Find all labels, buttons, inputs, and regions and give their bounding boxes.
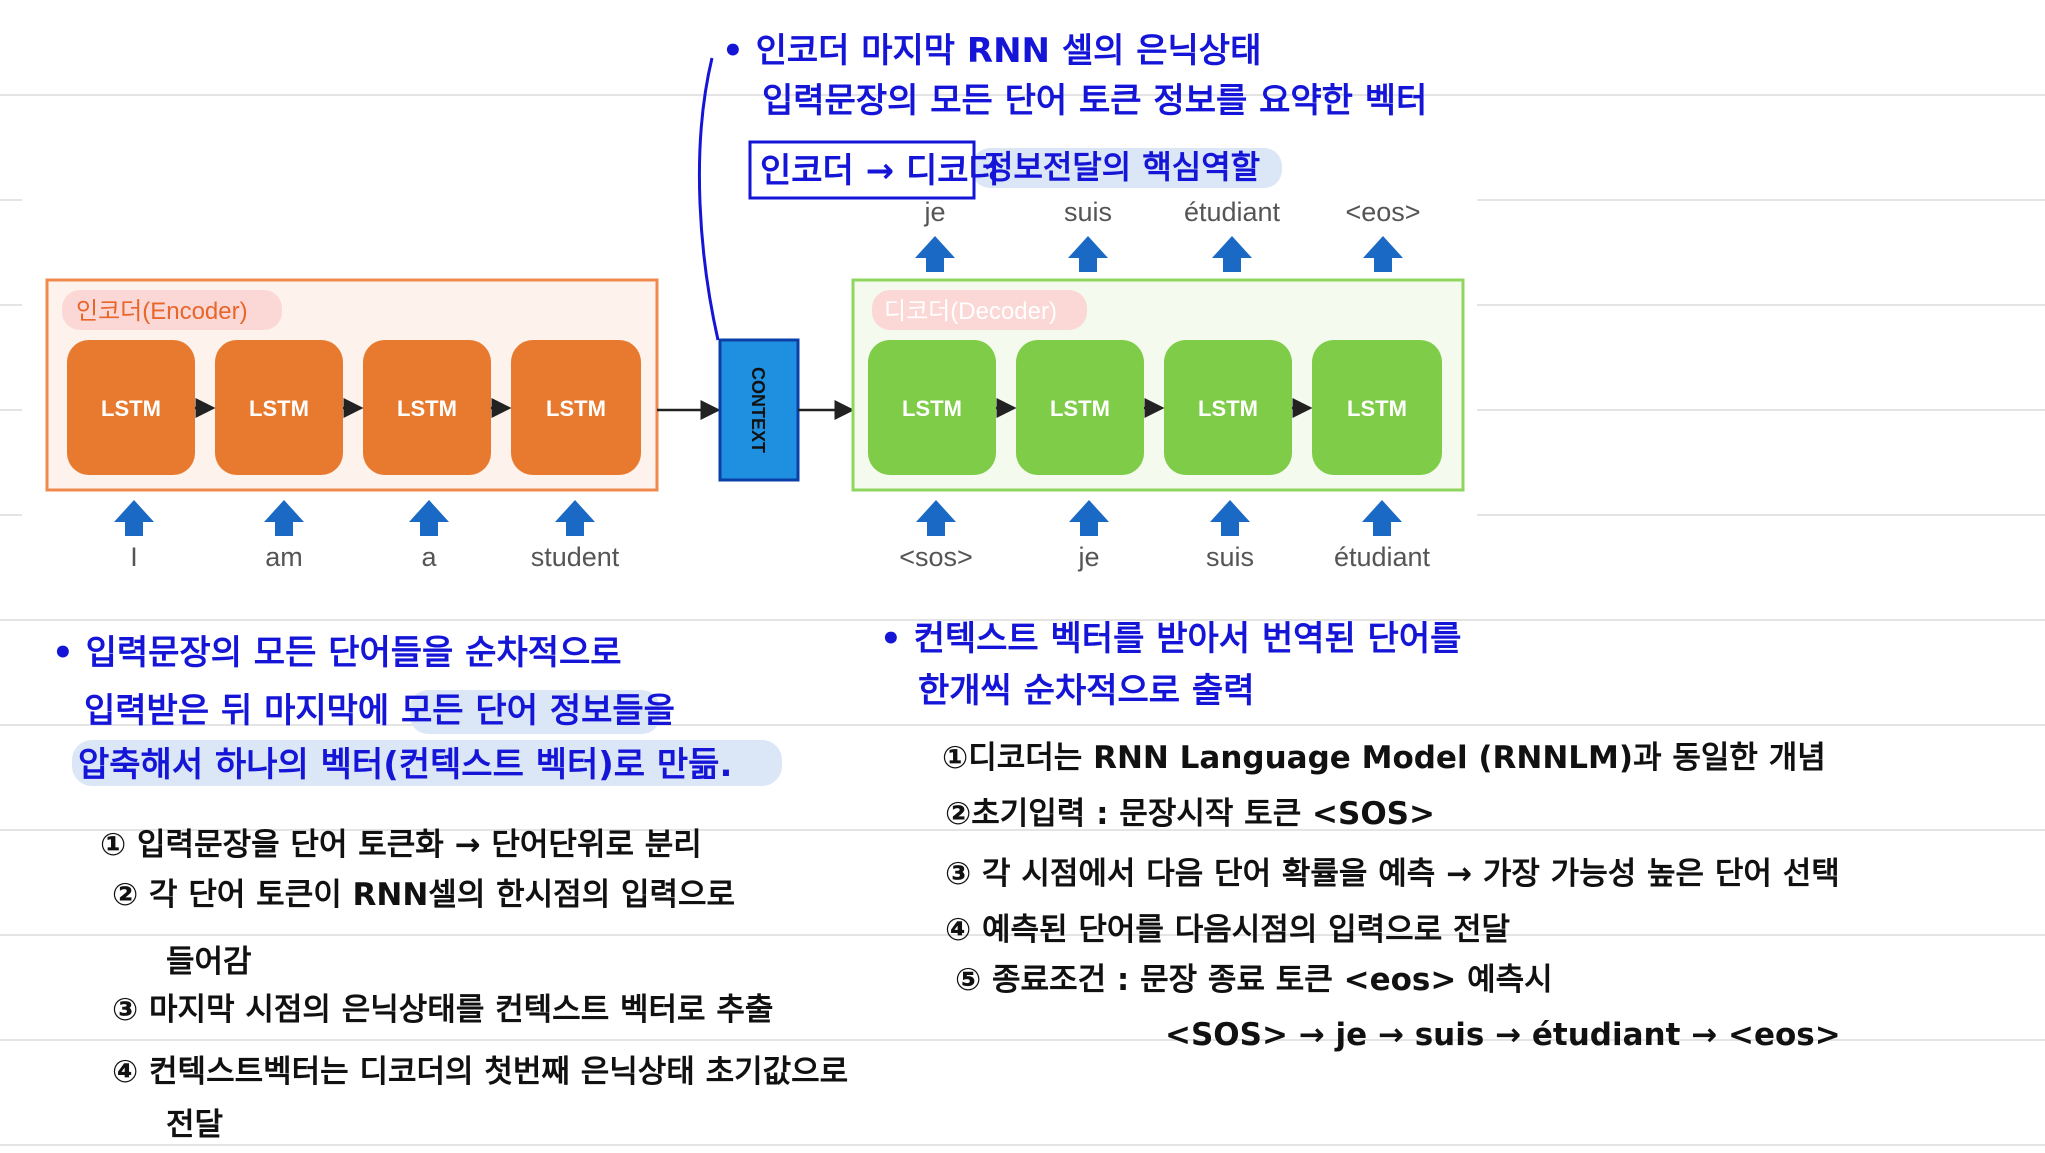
decoder-step: ②초기입력 : 문장시작 토큰 <SOS> bbox=[945, 796, 1435, 832]
encoder-step: ② 각 단어 토큰이 RNN셀의 한시점의 입력으로 bbox=[112, 877, 735, 913]
context-vector: CONTEXT bbox=[718, 338, 855, 482]
context-pointer-line bbox=[697, 57, 720, 341]
encoder-cell-2: LSTM bbox=[215, 340, 343, 475]
decoder-input-arrow-icon bbox=[1362, 500, 1402, 536]
decoder-cell-1: LSTM bbox=[868, 340, 996, 475]
lstm-label: LSTM bbox=[1347, 396, 1407, 421]
encoder-tag: 인코더(Encoder) bbox=[76, 298, 248, 325]
encoder-input-word: a bbox=[421, 542, 437, 572]
encoder-cell-1: LSTM bbox=[67, 340, 195, 475]
decoder-output-arrow-icon bbox=[1212, 236, 1252, 272]
lstm-label: LSTM bbox=[397, 396, 457, 421]
lstm-label: LSTM bbox=[1198, 396, 1258, 421]
note-highlights bbox=[72, 148, 1282, 786]
decoder-input-arrow-icon bbox=[1069, 500, 1109, 536]
context-note-line1: • 인코더 마지막 RNN 셀의 은닉상태 bbox=[722, 31, 1261, 71]
encoder-note: • 입력문장의 모든 단어들을 순차적으로 입력받은 뒤 마지막에 모든 단어 … bbox=[52, 633, 848, 1143]
encoder-input-word: I bbox=[130, 542, 138, 572]
encoder-note-line3: 압축해서 하나의 벡터(컨텍스트 벡터)로 만듦. bbox=[78, 745, 732, 785]
decoder-step: ④ 예측된 단어를 다음시점의 입력으로 전달 bbox=[945, 912, 1510, 948]
decoder-output-arrow-icon bbox=[1068, 236, 1108, 272]
decoder-note: • 컨텍스트 벡터를 받아서 번역된 단어를 한개씩 순차적으로 출력 ①디코더… bbox=[880, 619, 1841, 1053]
encoder-tag-bg bbox=[62, 290, 282, 330]
decoder-tag: 디코더(Decoder) bbox=[884, 298, 1057, 325]
encoder-step: ④ 컨텍스트벡터는 디코더의 첫번째 은닉상태 초기값으로 bbox=[112, 1054, 848, 1090]
decoder-input-word: suis bbox=[1206, 542, 1254, 572]
decoder-input-word: <sos> bbox=[899, 542, 973, 572]
lstm-label: LSTM bbox=[249, 396, 309, 421]
encoder-block: 인코더(Encoder) LSTM LSTM LSTM LSTM bbox=[45, 278, 721, 492]
decoder-output-word: étudiant bbox=[1184, 197, 1281, 227]
decoder-cell-4: LSTM bbox=[1312, 340, 1442, 475]
lstm-label: LSTM bbox=[546, 396, 606, 421]
encoder-cell-4: LSTM bbox=[511, 340, 641, 475]
encoder-step: 들어감 bbox=[166, 944, 252, 980]
decoder-input-word: étudiant bbox=[1334, 542, 1431, 572]
context-note-line3: 정보전달의 핵심역할 bbox=[984, 148, 1260, 186]
encoder-input-arrow-icon bbox=[114, 500, 154, 536]
decoder-step: ⑤ 종료조건 : 문장 종료 토큰 <eos> 예측시 bbox=[955, 962, 1553, 998]
decoder-input-word: je bbox=[1077, 542, 1099, 572]
encoder-step: ③ 마지막 시점의 은닉상태를 컨텍스트 벡터로 추출 bbox=[112, 992, 773, 1028]
decoder-step: ①디코더는 RNN Language Model (RNNLM)과 동일한 개념 bbox=[942, 740, 1826, 776]
encoder-input-word: am bbox=[265, 542, 303, 572]
decoder-cell-2: LSTM bbox=[1016, 340, 1144, 475]
encoder-note-line1: • 입력문장의 모든 단어들을 순차적으로 bbox=[52, 633, 622, 673]
decoder-output-word: je bbox=[923, 197, 945, 227]
decoder-output-words: je suis étudiant <eos> bbox=[923, 197, 1420, 227]
encoder-note-line2: 입력받은 뒤 마지막에 모든 단어 정보들을 bbox=[84, 691, 675, 731]
encoder-input-arrow-icon bbox=[409, 500, 449, 536]
lstm-label: LSTM bbox=[902, 396, 962, 421]
decoder-cell-3: LSTM bbox=[1164, 340, 1292, 475]
encoder-input-words: I am a student bbox=[130, 542, 620, 572]
decoder-output-word: suis bbox=[1064, 197, 1112, 227]
token-arrows bbox=[114, 236, 1403, 536]
decoder-output-arrow-icon bbox=[1363, 236, 1403, 272]
decoder-step: ③ 각 시점에서 다음 단어 확률을 예측 → 가장 가능성 높은 단어 선택 bbox=[945, 856, 1840, 892]
lstm-label: LSTM bbox=[101, 396, 161, 421]
decoder-tag-bg bbox=[872, 290, 1087, 330]
encoder-input-arrow-icon bbox=[264, 500, 304, 536]
context-note-line2: 입력문장의 모든 단어 토큰 정보를 요약한 벡터 bbox=[762, 81, 1427, 121]
decoder-input-arrow-icon bbox=[1210, 500, 1250, 536]
context-label: CONTEXT bbox=[748, 367, 768, 453]
decoder-block: 디코더(Decoder) LSTM LSTM LSTM LSTM bbox=[851, 278, 1465, 492]
encoder-input-word: student bbox=[531, 542, 620, 572]
encoder-step: 전달 bbox=[166, 1107, 223, 1143]
encoder-step: ① 입력문장을 단어 토큰화 → 단어단위로 분리 bbox=[100, 827, 702, 863]
encoder-cell-3: LSTM bbox=[363, 340, 491, 475]
encoder-decoder-box bbox=[748, 140, 976, 200]
decoder-input-words: <sos> je suis étudiant bbox=[899, 542, 1430, 572]
decoder-note-line1: • 컨텍스트 벡터를 받아서 번역된 단어를 bbox=[880, 619, 1461, 659]
encoder-input-arrow-icon bbox=[555, 500, 595, 536]
decoder-input-arrow-icon bbox=[916, 500, 956, 536]
context-note: • 인코더 마지막 RNN 셀의 은닉상태 입력문장의 모든 단어 토큰 정보를… bbox=[697, 31, 1427, 341]
decoder-note-line2: 한개씩 순차적으로 출력 bbox=[918, 671, 1254, 711]
decoder-output-arrow-icon bbox=[915, 236, 955, 272]
decoder-output-word: <eos> bbox=[1345, 197, 1420, 227]
lstm-label: LSTM bbox=[1050, 396, 1110, 421]
encoder-connectors bbox=[195, 398, 721, 420]
context-note-boxed: 인코더 → 디코더 bbox=[760, 151, 1000, 191]
decoder-step: <SOS> → je → suis → étudiant → <eos> bbox=[1165, 1017, 1841, 1053]
